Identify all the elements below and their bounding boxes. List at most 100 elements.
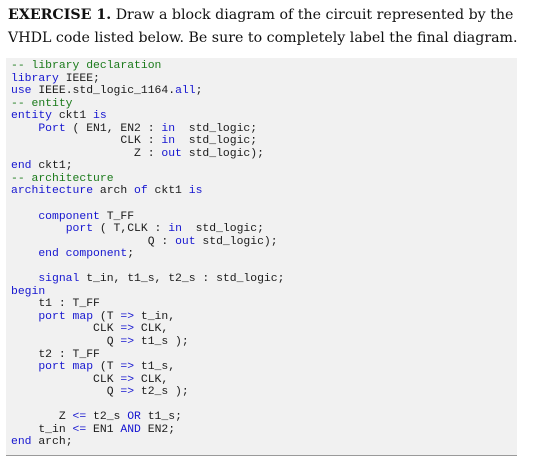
code-text: CLK — [11, 373, 121, 386]
exercise-title: EXERCISE 1. — [8, 7, 112, 23]
code-line: Z : out std_logic); — [11, 148, 284, 161]
code-line: Q : out std_logic); — [11, 236, 284, 249]
code-keyword: end component — [38, 248, 128, 261]
code-line: component T_FF — [11, 211, 284, 224]
code-text: IEEE; — [58, 72, 100, 85]
code-text — [11, 361, 38, 373]
code-text: arch; — [31, 436, 73, 449]
code-line: end component; — [11, 248, 284, 261]
code-keyword: end — [11, 160, 32, 173]
code-text: std_logic; — [175, 135, 258, 148]
code-comment: -- architecture — [11, 172, 114, 185]
exercise-paragraph: EXERCISE 1. Draw a block diagram of the … — [8, 4, 524, 50]
code-line: library IEEE; — [11, 73, 284, 86]
code-keyword: of — [134, 185, 148, 198]
code-line: architecture arch of ckt1 is — [11, 185, 284, 198]
code-line: -- architecture — [11, 173, 284, 186]
code-line: end arch; — [11, 436, 284, 449]
code-keyword: <= — [72, 423, 87, 436]
code-line: Q => t1_s ); — [11, 336, 284, 349]
code-text: CLK — [11, 323, 121, 336]
code-line — [11, 399, 284, 412]
code-text: (T — [93, 361, 121, 374]
code-line: CLK => CLK, — [11, 323, 284, 336]
code-text — [11, 223, 66, 235]
code-text: ( T,CLK : — [93, 223, 169, 236]
code-keyword: OR — [127, 411, 141, 424]
code-keyword: => — [120, 336, 135, 349]
code-keyword: component — [38, 210, 100, 223]
code-text: Z — [11, 411, 73, 424]
code-text: std_logic; — [181, 223, 264, 236]
code-keyword: => — [120, 323, 135, 336]
code-line: t_in <= EN1 AND EN2; — [11, 424, 284, 437]
code-line: end ckt1; — [11, 160, 284, 173]
code-text: ; — [195, 85, 203, 98]
code-line: port ( T,CLK : in std_logic; — [11, 223, 284, 236]
code-line: entity ckt1 is — [11, 110, 284, 123]
code-text: CLK : — [11, 135, 162, 148]
code-text: EN1 — [86, 423, 121, 436]
code-line: CLK => CLK, — [11, 374, 284, 387]
code-keyword: in — [161, 135, 176, 148]
code-text: t2_s — [86, 411, 128, 424]
code-text — [11, 311, 38, 323]
code-text: t2_s ); — [134, 386, 189, 399]
code-text: ckt1; — [31, 160, 73, 173]
code-text — [11, 123, 38, 135]
code-keyword: begin — [11, 285, 46, 298]
code-line: Q => t2_s ); — [11, 386, 284, 399]
code-text: (T — [93, 310, 121, 323]
code-text: arch — [93, 185, 135, 198]
code-keyword: => — [120, 361, 135, 374]
code-keyword: port — [65, 223, 94, 236]
code-text: Q — [11, 386, 121, 399]
code-line: -- library declaration — [11, 60, 284, 73]
code-keyword: out — [161, 147, 182, 160]
code-line: use IEEE.std_logic_1164.all; — [11, 85, 284, 98]
code-text: std_logic; — [175, 122, 258, 135]
code-text: ( EN1, EN2 : — [65, 122, 162, 135]
code-keyword: <= — [72, 411, 87, 424]
code-text: ckt1 — [147, 185, 189, 198]
code-keyword: entity — [11, 110, 53, 123]
code-keyword: is — [93, 110, 107, 123]
code-text — [11, 211, 38, 223]
code-text: t1_s; — [140, 411, 182, 424]
code-line: t1 : T_FF — [11, 298, 284, 311]
code-line: port map (T => t_in, — [11, 311, 284, 324]
code-text: t1_s, — [134, 361, 176, 374]
code-keyword: port map — [38, 310, 94, 323]
code-text: t_in, t1_s, t2_s : std_logic; — [79, 273, 285, 286]
code-text: t2 : T_FF — [11, 348, 100, 361]
code-keyword: all — [175, 85, 196, 98]
code-line: signal t_in, t1_s, t2_s : std_logic; — [11, 273, 284, 286]
code-text: ckt1 — [52, 110, 94, 123]
code-line — [11, 261, 284, 274]
code-text: t1 : T_FF — [11, 298, 100, 311]
code-text: IEEE.std_logic_1164. — [31, 85, 176, 98]
code-keyword: out — [175, 235, 196, 248]
code-keyword: end — [11, 436, 32, 449]
code-text: Z : — [11, 147, 162, 160]
exercise-instruction: Draw a block diagram of the circuit repr… — [8, 7, 518, 46]
code-comment: -- entity — [11, 97, 73, 110]
code-line: Z <= t2_s OR t1_s; — [11, 411, 284, 424]
code-text: std_logic); — [181, 147, 264, 160]
code-text: CLK, — [134, 373, 169, 386]
code-line: CLK : in std_logic; — [11, 135, 284, 148]
code-text: ; — [127, 248, 135, 261]
code-text — [11, 248, 38, 260]
code-text: CLK, — [134, 323, 169, 336]
code-keyword: Port — [38, 122, 66, 135]
code-keyword: port map — [38, 361, 94, 374]
code-keyword: architecture — [11, 185, 94, 198]
code-keyword: in — [168, 223, 182, 236]
code-keyword: signal — [38, 273, 80, 286]
code-keyword: is — [188, 185, 203, 198]
code-text: Q : — [11, 235, 176, 248]
code-line: Port ( EN1, EN2 : in std_logic; — [11, 123, 284, 136]
code-keyword: => — [120, 373, 135, 386]
